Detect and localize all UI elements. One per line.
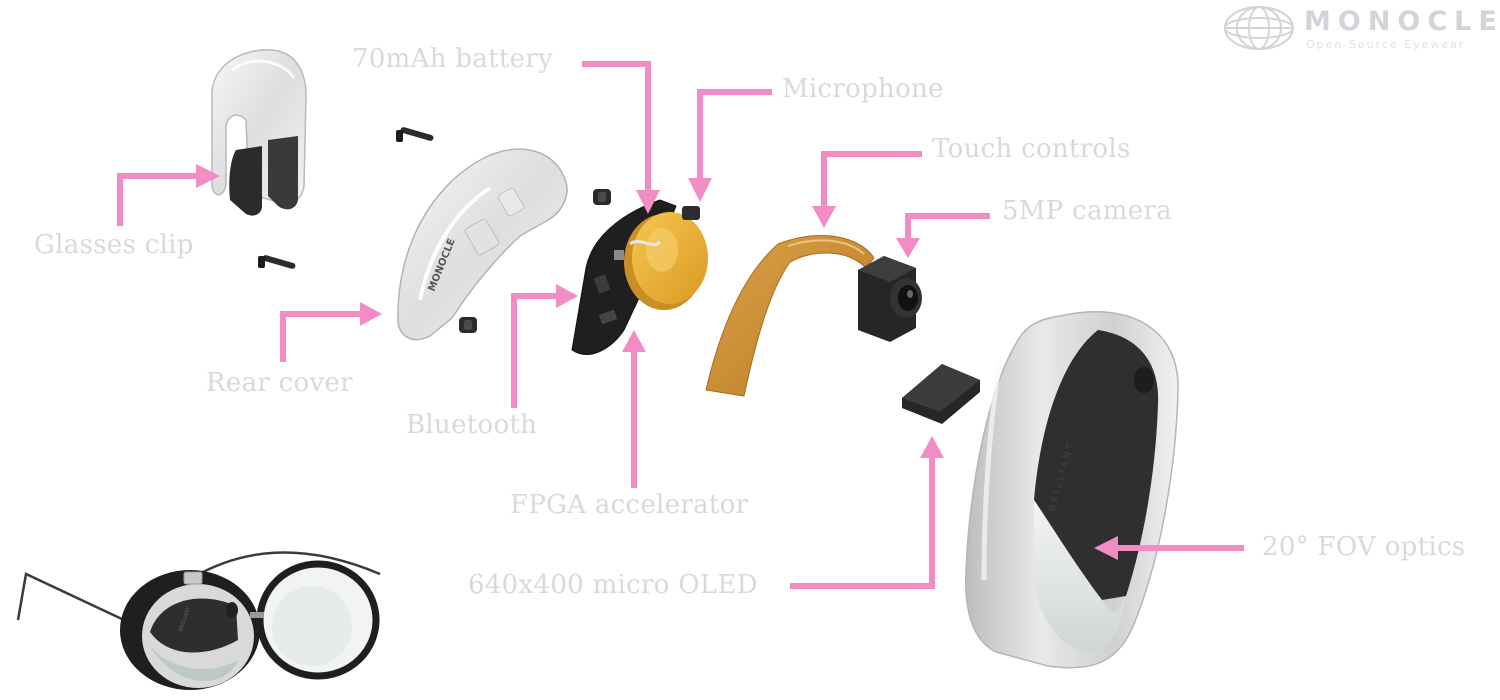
- brand-name: MONOCLE: [1304, 6, 1500, 37]
- screw-part: [396, 127, 434, 142]
- arrow-microphone: [697, 89, 772, 178]
- label-oled: 640x400 micro OLED: [468, 570, 758, 600]
- glasses-clip-part: [211, 49, 307, 216]
- label-battery: 70mAh battery: [352, 44, 553, 74]
- brand-logo: MONOCLE Open Source Eyewear: [1222, 4, 1500, 56]
- label-rear-cover: Rear cover: [206, 368, 353, 398]
- nut-part: [593, 189, 611, 205]
- label-touch-controls: Touch controls: [932, 134, 1131, 164]
- arrow-touch-controls: [821, 151, 922, 206]
- screw-part: [258, 255, 296, 269]
- camera-part: [858, 256, 922, 342]
- arrowheads: [196, 164, 1118, 560]
- label-glasses-clip: Glasses clip: [34, 230, 194, 260]
- arrow-battery: [582, 61, 651, 190]
- optics-housing-part: BRILLIANT: [964, 311, 1179, 669]
- touch-flex-cable-part: [705, 235, 875, 397]
- callout-arrows: [117, 61, 1244, 589]
- arrow-camera: [905, 213, 990, 238]
- arrow-rear-cover: [280, 311, 360, 362]
- arrow-oled: [790, 458, 935, 589]
- arrow-glasses-clip: [117, 173, 196, 226]
- globe-icon: [1224, 6, 1294, 50]
- arrow-bluetooth: [511, 293, 556, 408]
- battery-part: [624, 206, 708, 310]
- nut-part: [459, 317, 477, 333]
- rear-cover-part: MONOCLE: [397, 148, 568, 341]
- label-fpga: FPGA accelerator: [510, 490, 749, 520]
- label-optics: 20° FOV optics: [1262, 532, 1466, 562]
- label-microphone: Microphone: [782, 74, 944, 104]
- label-bluetooth: Bluetooth: [406, 410, 538, 440]
- label-camera: 5MP camera: [1002, 196, 1172, 226]
- micro-oled-part: [902, 364, 980, 424]
- glasses-with-monocle-render: BRILLIANT: [16, 551, 381, 690]
- brand-tagline: Open Source Eyewear: [1306, 38, 1466, 51]
